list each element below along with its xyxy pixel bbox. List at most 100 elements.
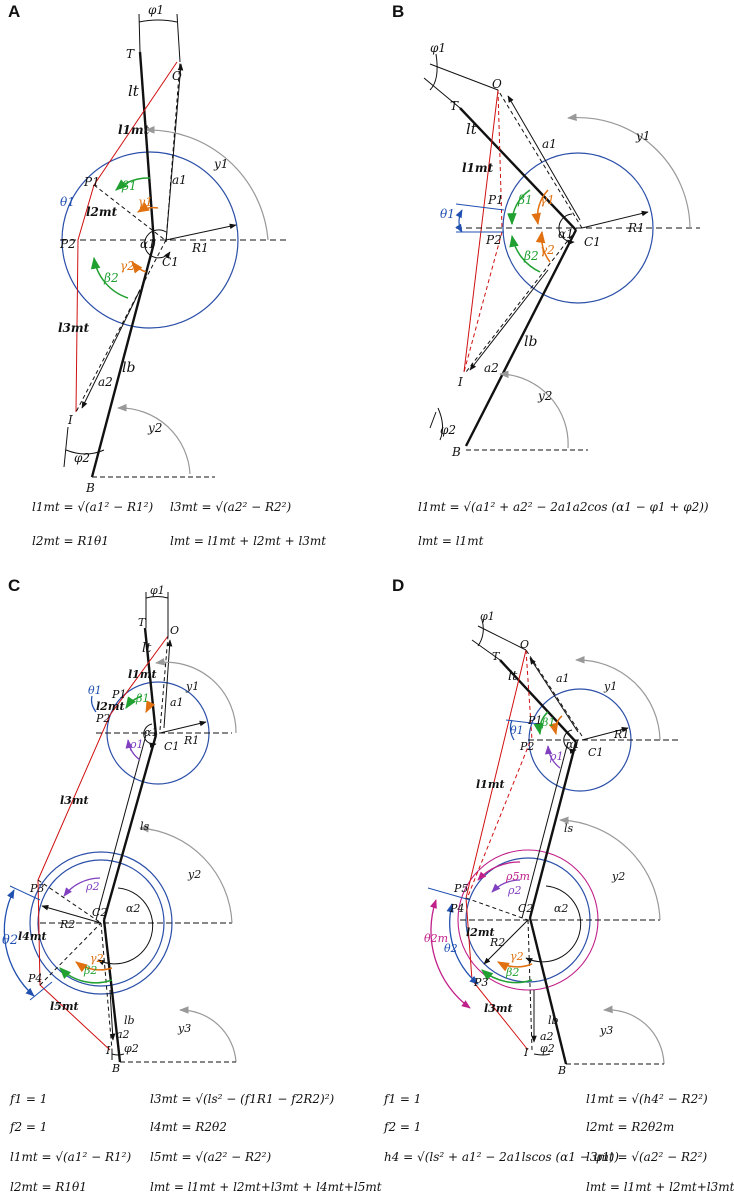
dashed-p4 <box>465 897 529 921</box>
label-l3mt: l3mt <box>484 1002 513 1015</box>
equation-d-6: l3mt = √(a2² − R2²) <box>586 1150 708 1164</box>
label-t: T <box>450 99 459 113</box>
label-lt: lt <box>466 120 478 138</box>
label-b: B <box>85 481 95 495</box>
label-i: I <box>457 375 463 389</box>
gamma2-arc <box>75 961 113 973</box>
label-gamma2: γ2 <box>540 243 555 257</box>
phi2-ref <box>429 411 437 429</box>
dashed-p1 <box>93 184 166 241</box>
label-lt: lt <box>508 669 518 684</box>
label-r2: R2 <box>489 936 505 949</box>
label-phi2: φ2 <box>440 423 456 437</box>
label-theta1: θ1 <box>60 195 75 209</box>
label-c1: C1 <box>162 255 179 269</box>
panel-a-diagram <box>60 13 290 478</box>
y3-arc <box>179 1006 237 1063</box>
equation-d-3: f2 = 1 <box>384 1120 422 1134</box>
phi1-arc <box>138 19 178 23</box>
muscle-path <box>463 89 499 373</box>
theta2-tick-bottom <box>29 981 53 1001</box>
label-rho2: ρ2 <box>85 880 99 893</box>
panel-d-diagram <box>427 619 680 1065</box>
label-l1mt: l1mt <box>462 161 494 175</box>
phi1-arc <box>477 619 484 647</box>
label-phi2: φ2 <box>74 451 90 465</box>
panel-b-diagram <box>423 53 700 451</box>
equation-c-5: l1mt = √(a1² − R1²) <box>10 1150 132 1164</box>
equation-b-2: lmt = l1mt <box>418 534 484 548</box>
dashed-to-i <box>100 922 113 1051</box>
label-phi1: φ1 <box>480 610 495 623</box>
label-lb: lb <box>124 1014 135 1027</box>
theta1-arc <box>455 209 463 233</box>
alpha1-arc <box>563 729 577 754</box>
beta2-arc <box>90 256 129 299</box>
dashed-p4 <box>39 922 102 986</box>
label-p1: P1 <box>83 175 100 189</box>
label-b: B <box>451 445 461 459</box>
label-p4: P4 <box>27 972 42 985</box>
panel-d-labels: φ1 O T lt a1 y1 θ1 P1 β1 P2 ρ1 α1 R1 C1 … <box>424 610 629 1077</box>
label-l1mt: l1mt <box>118 123 150 137</box>
y2-arc <box>499 370 569 449</box>
label-i: I <box>523 1046 529 1059</box>
panel-c-labels: φ1 T O lt l1mt y1 θ1 P1 β1 a1 l2mt P2 ρ1… <box>2 584 201 1075</box>
label-ls: ls <box>140 820 150 833</box>
label-gamma1: γ1 <box>540 193 555 207</box>
equation-a-4: lmt = l1mt + l2mt + l3mt <box>170 534 327 548</box>
label-y1: y1 <box>213 157 228 171</box>
gamma2-arc <box>496 961 533 972</box>
label-r1: R1 <box>627 221 645 235</box>
y3-arc <box>603 1005 665 1065</box>
label-gamma2: γ2 <box>120 259 135 273</box>
label-p3: P3 <box>473 976 488 989</box>
label-alpha2: α2 <box>554 902 568 915</box>
label-l4mt: l4mt <box>18 930 47 943</box>
label-gamma1: γ1 <box>138 195 153 209</box>
label-o: O <box>172 69 182 83</box>
panel-c-diagram <box>3 592 237 1063</box>
theta1-arc <box>509 719 515 741</box>
equation-c-4: l4mt = R2θ2 <box>150 1120 227 1134</box>
label-alpha1: α1 <box>140 237 156 251</box>
phi2-arc <box>533 1053 551 1056</box>
arrow-r1 <box>165 223 237 241</box>
dashed-to-o <box>497 89 583 229</box>
arrow-r2 <box>483 919 529 965</box>
label-a2: a2 <box>540 1030 554 1043</box>
gamma1-arc <box>531 189 549 226</box>
label-a2: a2 <box>116 1028 130 1041</box>
label-phi2: φ2 <box>124 1042 139 1055</box>
label-beta1: β1 <box>135 692 149 705</box>
label-t: T <box>126 47 135 61</box>
y1-arc <box>155 657 237 734</box>
label-beta2: β2 <box>103 271 119 285</box>
label-lb: lb <box>548 1014 559 1027</box>
tibia-segment <box>143 627 158 736</box>
gamma1-arc <box>145 700 156 714</box>
label-lt: lt <box>128 82 140 100</box>
panel-letter-c: C <box>8 576 21 595</box>
arrow-a2 <box>81 289 141 409</box>
label-theta1: θ1 <box>88 684 102 697</box>
label-lt: lt <box>142 641 152 656</box>
phi1-arc <box>145 596 169 599</box>
arrow-r1 <box>159 720 207 734</box>
beta1-arc <box>125 695 143 709</box>
theta1-arc <box>90 695 97 713</box>
label-l5mt: l5mt <box>50 1000 79 1013</box>
arrow-r2 <box>41 905 102 924</box>
label-phi1: φ1 <box>148 3 164 17</box>
phi2-arc <box>65 449 105 455</box>
label-t: T <box>138 616 147 629</box>
shank-segment <box>102 734 158 921</box>
phi1-arc <box>429 53 438 91</box>
equation-c-7: l2mt = R1θ1 <box>10 1180 87 1194</box>
label-l2mt: l2mt <box>96 700 125 713</box>
label-b: B <box>557 1064 566 1077</box>
arrow-a1 <box>163 639 173 729</box>
label-y3: y3 <box>177 1022 191 1035</box>
label-l2mt: l2mt <box>86 205 118 219</box>
gamma2-arc <box>535 230 551 263</box>
